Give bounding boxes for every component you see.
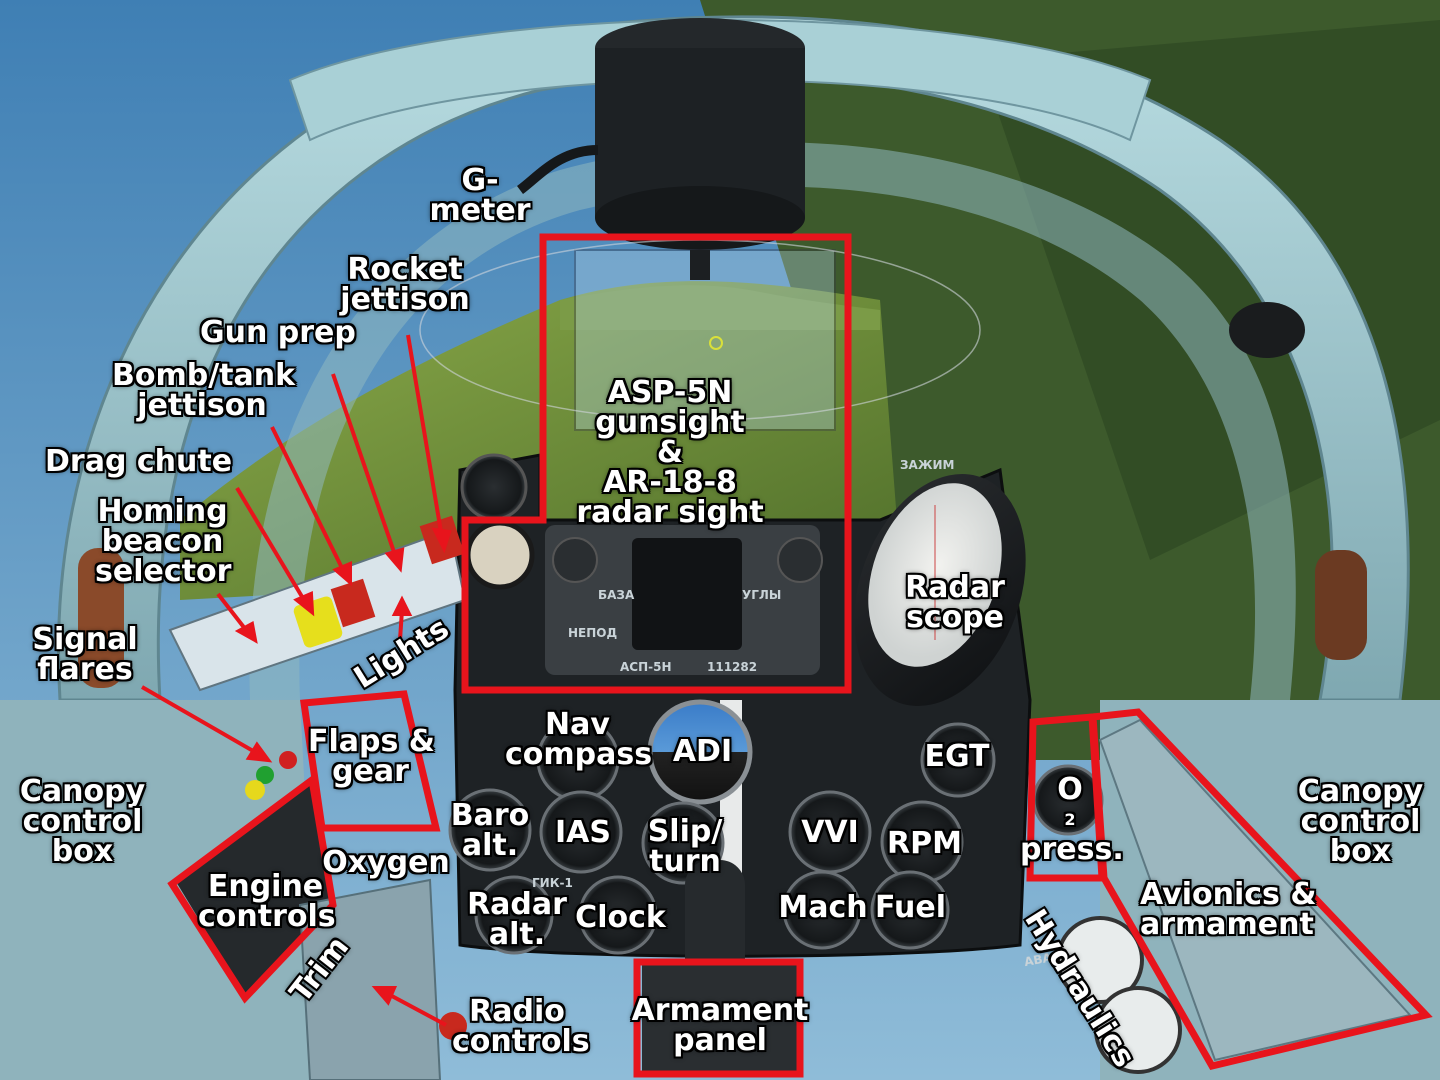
gauge-adi xyxy=(647,699,753,805)
arrow-gun-prep xyxy=(331,373,397,556)
arrow-head-bomb-jettison xyxy=(332,560,352,587)
signal-flare-button-red xyxy=(279,751,297,769)
gauge-radar-alt xyxy=(474,875,554,955)
label-clock: Clock xyxy=(575,900,666,935)
label-egt: EGT xyxy=(924,739,990,774)
arrow-rocket-jettison xyxy=(406,334,443,533)
label-slip-turn: Slip/turn xyxy=(647,814,723,879)
gunsight-glass xyxy=(574,249,836,431)
avionics-panel xyxy=(1098,718,1412,1062)
right-canopy-handle xyxy=(1229,302,1305,358)
highlight-gunsight xyxy=(461,233,852,694)
gauge-clock xyxy=(578,875,658,955)
arrow-drag-chute xyxy=(235,486,306,602)
radio-control-knob xyxy=(439,1012,467,1040)
highlight-armament-panel xyxy=(633,958,804,1078)
asp-serial-plate: 111282 xyxy=(707,660,758,674)
arrow-head-drag-chute xyxy=(293,591,315,617)
asp-sight-knob-left xyxy=(552,537,598,583)
asp-model-plate: АСП-5Н xyxy=(620,660,672,674)
engine-console xyxy=(175,780,330,995)
label-flaps-gear: Flaps &gear xyxy=(308,724,435,789)
arrow-head-rocket-jettison xyxy=(431,527,452,554)
arrows xyxy=(141,334,452,1027)
gun-prep-switch xyxy=(330,578,376,628)
gauge-baro-alt xyxy=(448,788,532,872)
label-avionics-armament: Avionics &armament xyxy=(1140,877,1317,942)
gauge-fuel xyxy=(870,870,950,950)
arrow-signal-flares xyxy=(141,685,256,754)
right-throttle-knob xyxy=(1315,550,1367,660)
signal-flare-button-yellow xyxy=(245,780,265,800)
arrow-head-homing-beacon xyxy=(234,620,258,644)
arrow-head-radio-controls xyxy=(371,986,398,1006)
label-ias: IAS xyxy=(555,815,611,850)
label-vvi: VVI xyxy=(801,815,859,850)
gunsight-pipper xyxy=(709,336,723,350)
top-left-gauge xyxy=(460,453,528,521)
arrow-homing-beacon xyxy=(216,592,248,632)
highlight-engine-controls xyxy=(167,773,337,1004)
label-gun-prep: Gun prep xyxy=(200,315,356,350)
g-meter-cable xyxy=(516,145,599,194)
hydraulics-gauge-1 xyxy=(1056,916,1144,1004)
hydraulics-gauge-2 xyxy=(1094,986,1182,1074)
asp-angles-plate: УГЛЫ xyxy=(742,588,782,602)
gauge-mach xyxy=(782,870,862,950)
throttle-lever xyxy=(78,548,124,688)
signal-flare-button-green xyxy=(256,766,274,784)
gunsight-combiner-bracket xyxy=(690,250,710,280)
asp-sight-knob-right xyxy=(777,537,823,583)
arrow-head-signal-flares xyxy=(245,741,273,763)
gauge-egt xyxy=(920,722,996,798)
zazhim-plate: ЗАЖИМ xyxy=(900,458,955,472)
armament-panel-base xyxy=(642,965,797,1075)
neopod-plate: НЕПОД xyxy=(568,626,618,640)
arrow-bomb-jettison xyxy=(270,426,345,571)
label-mach: Mach xyxy=(778,890,868,925)
label-g-meter: G-meter xyxy=(429,163,531,228)
gauge-ias xyxy=(539,790,623,874)
highlight-avionics xyxy=(1089,708,1433,1071)
arrow-head-lights xyxy=(391,595,413,616)
ammeter-gauge xyxy=(465,520,535,590)
asp-base-plate: БАЗА xyxy=(598,588,635,602)
label-fuel: Fuel xyxy=(875,890,946,925)
label-adi: ADI xyxy=(672,734,733,769)
label-drag-chute: Drag chute xyxy=(45,444,233,479)
label-oxygen: Oxygen xyxy=(322,845,450,880)
arrow-head-gun-prep xyxy=(384,547,405,573)
label-rpm: RPM xyxy=(887,826,962,861)
gik-plate: ГИК-1 xyxy=(532,876,573,890)
distant-hills xyxy=(560,285,880,330)
trim-radio-panel xyxy=(298,878,442,1080)
asp-sight-cover xyxy=(632,538,742,650)
arrow-radio-controls xyxy=(389,993,447,1027)
